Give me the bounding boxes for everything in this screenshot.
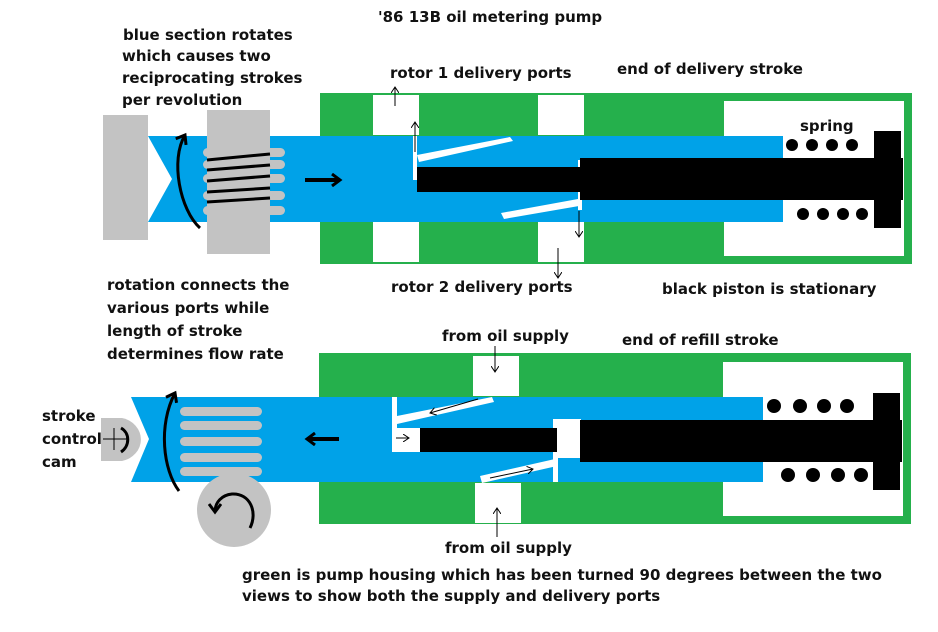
- rotor2-port-bottom-left: [373, 222, 419, 262]
- rotor2-ports-label: rotor 2 delivery ports: [391, 278, 573, 296]
- pump-chamber: [392, 428, 420, 452]
- spring-coils-bottom: [767, 399, 868, 482]
- gear-rotation-icon: [215, 492, 255, 529]
- worm-lines: [206, 152, 271, 204]
- supply-port-top: [473, 356, 519, 396]
- bottom-note-line-2: various ports while: [107, 299, 269, 317]
- rotor1-port-top-left: [373, 95, 419, 135]
- pump-chamber: [557, 419, 581, 458]
- supply-arrow-icon: [489, 469, 533, 479]
- cam-label-line-2: control: [42, 430, 102, 448]
- top-note-line-3: reciprocating strokes: [122, 69, 303, 87]
- bottom-note-line-3: length of stroke: [107, 322, 242, 340]
- drive-block: [103, 115, 148, 240]
- delivery-stroke-label: end of delivery stroke: [617, 60, 803, 78]
- supply-channel-lower: [480, 459, 557, 483]
- piston-head: [873, 393, 900, 490]
- rotor-slot: [413, 136, 417, 180]
- oil-supply-label-top: from oil supply: [442, 327, 569, 345]
- rotation-arrow-bottom-icon: [162, 393, 181, 492]
- top-note-line-2: which causes two: [122, 47, 271, 65]
- piston-rod: [580, 420, 902, 462]
- footer-line-2: views to show both the supply and delive…: [242, 587, 660, 605]
- cam-pivot-icon: [103, 428, 128, 450]
- spring-coils-top: [786, 139, 868, 220]
- supply-channel-upper: [397, 397, 494, 424]
- bottom-note-line-4: determines flow rate: [107, 345, 284, 363]
- bottom-view: rotation connects the various ports whil…: [42, 276, 911, 557]
- top-note-line-1: blue section rotates: [123, 26, 293, 44]
- footer-line-1: green is pump housing which has been tur…: [242, 566, 882, 584]
- spring-label: spring: [800, 117, 854, 135]
- rotor-channel-lower: [501, 199, 579, 219]
- piston-rod-small: [420, 428, 557, 452]
- rotor1-ports-label: rotor 1 delivery ports: [390, 64, 572, 82]
- piston-rod-small: [417, 167, 581, 192]
- piston-rod: [580, 158, 903, 200]
- drive-gear-bottom: [197, 473, 271, 547]
- supply-port-bottom: [475, 483, 521, 523]
- rotor-slot: [392, 397, 397, 452]
- cam-label-line-3: cam: [42, 453, 77, 471]
- cam-rotation-icon: [120, 426, 130, 454]
- diagram-title: '86 13B oil metering pump: [378, 8, 602, 26]
- piston-stationary-note: black piston is stationary: [662, 280, 877, 298]
- piston-head: [874, 131, 901, 228]
- rotor-channel-upper: [417, 137, 513, 162]
- oil-supply-label-bottom: from oil supply: [445, 539, 572, 557]
- rotation-arrow-top-icon: [178, 135, 202, 230]
- gear-teeth-bottom: [180, 407, 262, 476]
- top-view: blue section rotates which causes two re…: [103, 26, 912, 298]
- refill-stroke-label: end of refill stroke: [622, 331, 779, 349]
- cam-label-line-1: stroke: [42, 407, 96, 425]
- bottom-note-line-1: rotation connects the: [107, 276, 289, 294]
- rotor2-port-bottom-right: [538, 222, 584, 262]
- top-note-line-4: per revolution: [122, 91, 242, 109]
- rotor1-port-top-right: [538, 95, 584, 135]
- supply-arrow-icon: [430, 398, 479, 413]
